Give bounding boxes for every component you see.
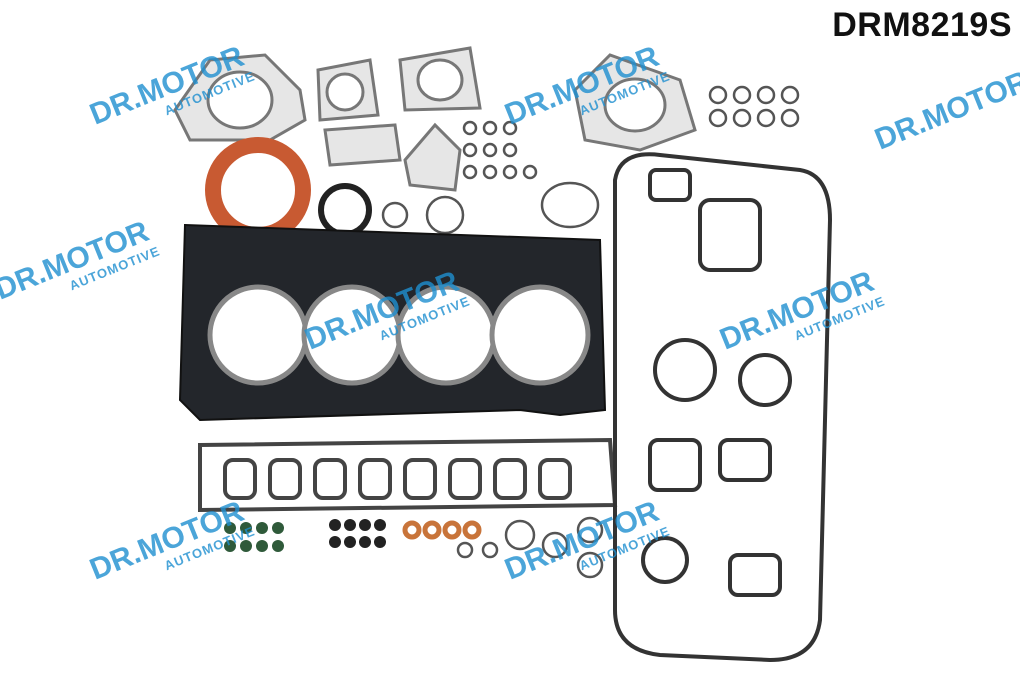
valve-stem-seals <box>224 522 284 552</box>
watermark-brand-text: DR.MOTOR <box>870 65 1020 157</box>
product-code: DRM8219S <box>832 6 1012 44</box>
o-rings <box>381 85 800 579</box>
watermark-logo: DR.MOTOR AUTOMOTIVE <box>715 265 887 357</box>
valve-stem-seals-black <box>329 519 386 548</box>
copper-washers <box>402 520 482 540</box>
cylinder-head-gasket <box>178 223 607 422</box>
exhaust-gaskets <box>173 46 697 192</box>
watermark-logo: DR.MOTOR AUTOMOTIVE <box>85 495 257 587</box>
valve-cover-gasket <box>613 152 833 663</box>
watermark-logo: DR.MOTOR AUTOMOTIVE <box>500 495 672 587</box>
watermark-logo: DR.MOTOR <box>870 65 1020 157</box>
watermark-logo: DR.MOTOR AUTOMOTIVE <box>0 215 162 307</box>
intake-manifold-gasket <box>198 437 618 513</box>
